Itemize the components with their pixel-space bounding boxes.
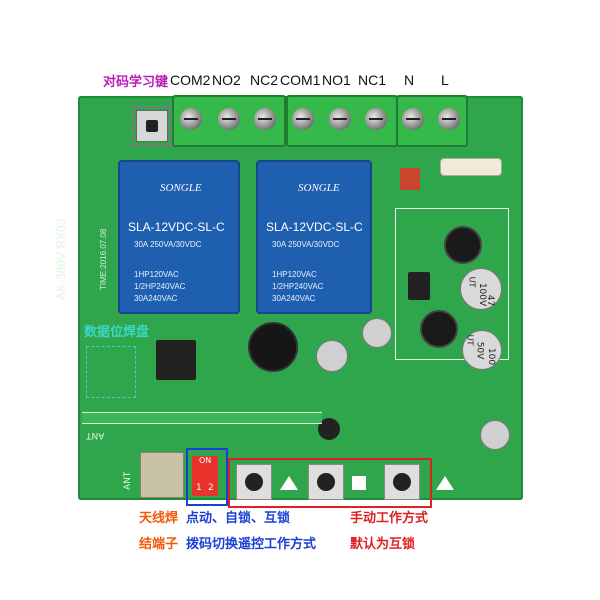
data-pad-label: 数据位焊盘 [84, 325, 150, 340]
terminal-label-nc1: NC1 [358, 72, 387, 88]
relay-1: SONGLE SLA-12VDC-SL-C 30A 250VA/30VDC 1H… [118, 160, 240, 314]
terminal-label-no1: NO1 [322, 72, 351, 88]
inductor-small [318, 418, 340, 440]
antenna-solder-label: 天线焊 [139, 511, 179, 526]
terminal-label-com1: COM1 [280, 72, 321, 88]
terminal-label: 结端子 [139, 537, 179, 552]
dip-1-label: 1 [196, 483, 202, 493]
manual-buttons-box [228, 458, 432, 508]
red-component [400, 168, 420, 190]
terminal-label-l: L [441, 72, 449, 88]
dip-on-label: ON [199, 456, 212, 465]
board-date-text: TIME:2016.07.08 [99, 228, 108, 290]
terminal-screw-no2[interactable] [218, 108, 240, 130]
mcu-chip [156, 340, 196, 380]
terminal-screw-nc1[interactable] [365, 108, 387, 130]
capacitor-100uf-voltage: 50V [474, 341, 485, 360]
board-model-text: AK-380V RX03 [54, 218, 68, 300]
manual-button-3[interactable] [384, 464, 420, 500]
data-pad-box [86, 346, 136, 398]
triangle-marker-2 [436, 476, 454, 490]
antenna-strip [82, 412, 322, 424]
manual-button-2[interactable] [308, 464, 344, 500]
terminal-label-n: N [404, 72, 415, 88]
ant-label-top: ANT [86, 430, 105, 440]
capacitor-100uf [462, 330, 502, 370]
dip-switch-note-label: 拨码切换遥控工作方式 [186, 537, 317, 552]
terminal-screw-nc2[interactable] [254, 108, 276, 130]
pairing-key-label: 对码学习键 [103, 75, 169, 90]
capacitor-100uf-value: 100 [486, 347, 497, 366]
capacitor-100uf-ut: UT [465, 334, 475, 346]
inductor-top [444, 226, 482, 264]
terminal-screw-l[interactable] [438, 108, 460, 130]
relay-2-brand: SONGLE [298, 182, 340, 194]
electrolytic-cap-bottom [480, 420, 510, 450]
terminal-label-nc2: NC2 [250, 72, 279, 88]
electrolytic-cap-mid [316, 340, 348, 372]
relay-2-model: SLA-12VDC-SL-C [266, 220, 363, 234]
relay-1-spec3: 1/2HP240VAC [134, 282, 186, 291]
terminal-screw-com2[interactable] [180, 108, 202, 130]
buzzer [248, 322, 298, 372]
power-resistor [440, 158, 502, 176]
relay-1-spec1: 30A 250VA/30VDC [134, 240, 202, 249]
capacitor-47uf-ut: UT [467, 276, 477, 288]
terminal-label-no2: NO2 [212, 72, 241, 88]
relay-1-brand: SONGLE [160, 182, 202, 194]
triangle-marker-1 [280, 476, 298, 490]
relay-2-spec1: 30A 250VA/30VDC [272, 240, 340, 249]
terminal-screw-no1[interactable] [329, 108, 351, 130]
inductor-bottom [420, 310, 458, 348]
dip-2-label: 2 [208, 483, 214, 493]
terminal-screw-n[interactable] [402, 108, 424, 130]
default-mode-label: 默认为互锁 [350, 537, 416, 552]
capacitor-47uf-voltage: 100V [477, 282, 488, 307]
relay-1-spec4: 30A240VAC [134, 294, 178, 303]
modes-label: 点动、自锁、互锁 [186, 511, 291, 526]
relay-2-spec3: 1/2HP240VAC [272, 282, 324, 291]
power-section-outline [395, 208, 509, 360]
relay-2-spec4: 30A240VAC [272, 294, 316, 303]
dip-switch-box [186, 448, 228, 506]
relay-2-spec2: 1HP120VAC [272, 270, 317, 279]
antenna-solder-terminal [140, 452, 184, 498]
pairing-button-highlight [132, 106, 172, 146]
relay-1-spec2: 1HP120VAC [134, 270, 179, 279]
dip-switch[interactable] [192, 456, 218, 496]
manual-button-1[interactable] [236, 464, 272, 500]
relay-1-model: SLA-12VDC-SL-C [128, 220, 225, 234]
manual-mode-label: 手动工作方式 [350, 511, 429, 526]
ant-label-bottom: ANT [123, 471, 133, 490]
terminal-label-com2: COM2 [170, 72, 211, 88]
capacitor-47uf [460, 268, 502, 310]
electrolytic-cap-right [362, 318, 392, 348]
pairing-button[interactable] [136, 110, 168, 142]
white-square-marker [352, 476, 366, 490]
terminal-screw-com1[interactable] [292, 108, 314, 130]
relay-2: SONGLE SLA-12VDC-SL-C 30A 250VA/30VDC 1H… [256, 160, 372, 314]
regulator-chip [408, 272, 430, 300]
